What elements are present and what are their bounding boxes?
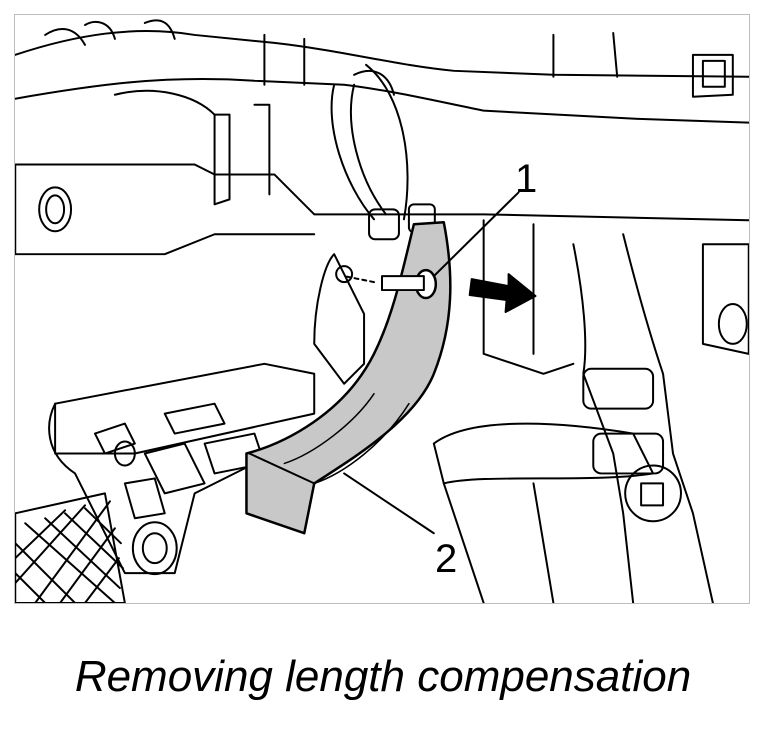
bolt xyxy=(343,268,438,300)
upper-harness xyxy=(15,19,749,124)
callout-1-leader xyxy=(432,191,520,278)
technical-illustration: 1 2 xyxy=(14,14,750,604)
cable-tie xyxy=(330,63,436,241)
figure-caption: Removing length compensation xyxy=(74,652,692,701)
cross-beam xyxy=(15,89,749,375)
length-compensation-bracket xyxy=(245,221,452,535)
lattice-assembly xyxy=(15,362,316,603)
callout-2: 2 xyxy=(435,537,458,581)
pedal-plate xyxy=(432,422,655,603)
illustration-drawing xyxy=(15,19,749,603)
right-column xyxy=(572,233,749,603)
direction-arrow xyxy=(468,273,537,313)
callout-2-leader xyxy=(343,472,435,535)
callout-1: 1 xyxy=(515,157,538,201)
